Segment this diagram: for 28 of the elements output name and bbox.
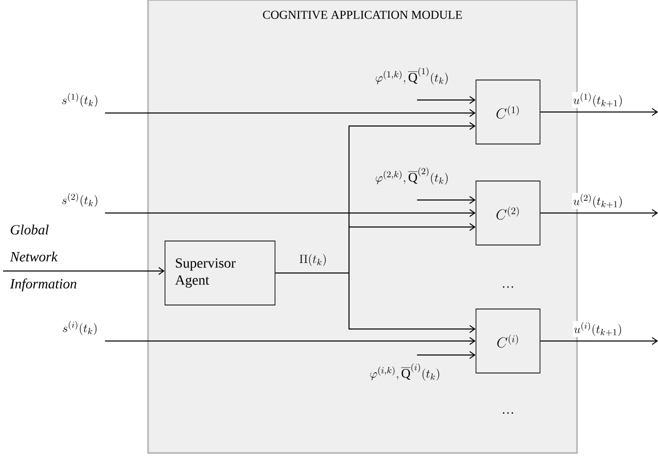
- arrow: [540, 108, 658, 116]
- controller-box: $C^{(i)}$: [476, 308, 540, 374]
- edge-label: $u^{(i)}(t_{k+1})$: [572, 320, 624, 338]
- edge-label: $u^{(1)}(t_{k+1})$: [572, 92, 624, 108]
- arrow: [416, 96, 476, 104]
- edge-label: $\varphi^{(1,k)},\overline{\mathrm{Q}}^{(1)}(t_k)$: [374, 66, 450, 86]
- edge-label: $s^{(i)}(t_k)$: [61, 320, 99, 336]
- edge-label: $\varphi^{(2,k)},\overline{\mathrm{Q}}^{(2)}(t_k)$: [374, 166, 450, 186]
- edge-label: Global Network Information: [10, 224, 76, 292]
- controller-box: $C^{(1)}$: [476, 80, 540, 144]
- arrow: [274, 272, 476, 333]
- ellipsis-mark: …: [502, 286, 514, 288]
- arrow: [104, 337, 476, 345]
- arrow: [540, 337, 658, 345]
- edge-label: $u^{(2)}(t_{k+1})$: [572, 192, 624, 210]
- arrow: [416, 196, 476, 204]
- edge-label: $s^{(1)}(t_k)$: [60, 92, 100, 108]
- edge-label: $s^{(2)}(t_k)$: [60, 192, 100, 208]
- arrow: [540, 209, 658, 217]
- arrow: [104, 209, 476, 217]
- arrow: [416, 351, 476, 359]
- agent-box: Supervisor Agent: [164, 240, 276, 306]
- edge-label: $\varphi^{(i,k)},\overline{\mathrm{Q}}^{(i)}(t_k)$: [368, 362, 442, 382]
- arrow: [2, 267, 165, 275]
- ellipsis-mark: …: [502, 412, 514, 414]
- controller-box: $C^{(2)}$: [476, 180, 540, 246]
- arrow: [104, 109, 476, 117]
- edge-label: $\Pi(t_k)$: [298, 253, 328, 267]
